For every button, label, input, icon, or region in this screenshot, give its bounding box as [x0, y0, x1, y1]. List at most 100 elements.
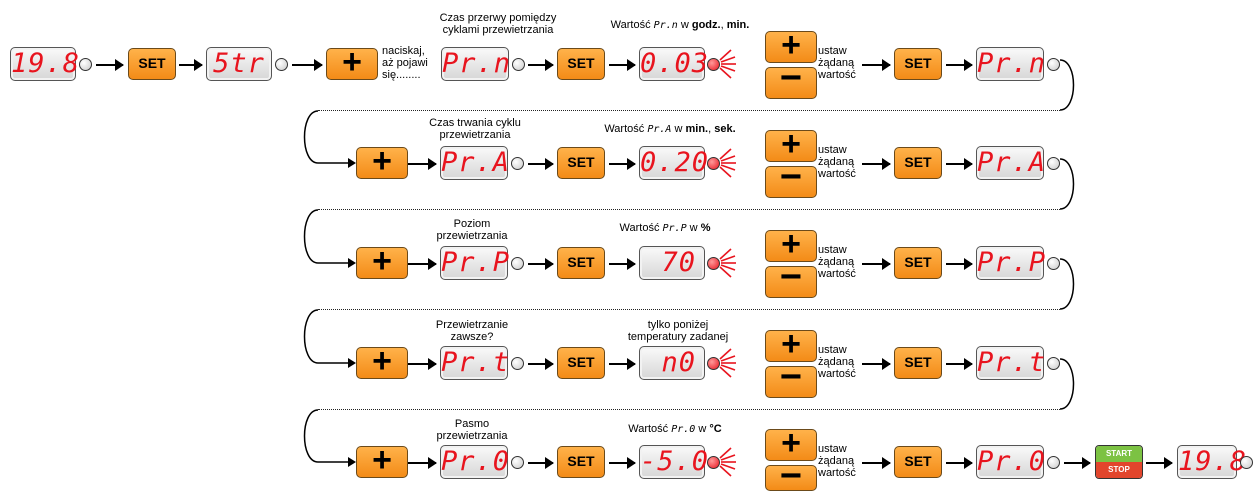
param-description: Poziom przewietrzania: [436, 218, 508, 242]
display-param-pr0: Pr.0: [976, 445, 1047, 479]
set-button[interactable]: SET: [557, 347, 605, 379]
adjust-hint: ustaw żądaną wartość: [818, 144, 856, 180]
value-code: Pr.n: [653, 20, 678, 31]
row-connector: [318, 110, 1060, 111]
stop-label: STOP: [1096, 462, 1142, 478]
plus-button[interactable]: +: [765, 227, 817, 262]
value-description: Wartość Pr.A w min., sek.: [570, 123, 770, 136]
minus-button[interactable]: −: [765, 59, 817, 99]
value-prefix: Wartość: [619, 222, 660, 234]
plus-button[interactable]: +: [765, 426, 817, 461]
led-indicator-icon: [707, 357, 720, 370]
value-unit1: min.: [685, 123, 709, 135]
value-description: tylko poniżej temperatury zadanej: [627, 319, 729, 343]
return-curve: [1059, 258, 1075, 310]
display-value: 70: [639, 246, 705, 280]
value-unit1: °C: [709, 423, 722, 435]
arrow-right-icon: [862, 158, 891, 170]
plus-button[interactable]: +: [765, 28, 817, 63]
blink-rays-icon: [719, 148, 736, 178]
set-button[interactable]: SET: [894, 247, 942, 279]
led-indicator-icon: [1047, 456, 1060, 469]
value-sep: ,: [708, 123, 712, 135]
set-button[interactable]: SET: [557, 147, 605, 179]
display-end: 19.8: [1177, 445, 1248, 479]
entry-curve: [303, 209, 356, 268]
display-value: -5.0: [639, 445, 710, 479]
display-start: 19.8: [10, 47, 81, 81]
value-unit2: sek.: [714, 123, 736, 135]
set-button[interactable]: SET: [557, 48, 605, 80]
arrow-right-icon: [862, 358, 891, 370]
value-description: Wartość Pr.0 w °C: [600, 423, 750, 436]
display-param-pra: Pr.A: [976, 146, 1047, 180]
plus-button[interactable]: +: [356, 144, 408, 179]
plus-button[interactable]: +: [356, 244, 408, 279]
led-indicator-icon: [707, 58, 720, 71]
row-connector: [318, 409, 1060, 410]
display-param-prt: Pr.t: [976, 346, 1047, 380]
row-connector: [318, 309, 1060, 310]
arrow-right-icon: [96, 59, 124, 71]
start-stop-button[interactable]: START STOP: [1095, 445, 1143, 479]
value-description: Wartość Pr.P w %: [590, 222, 740, 235]
value-w: w: [698, 423, 707, 435]
set-button[interactable]: SET: [557, 446, 605, 478]
plus-button[interactable]: +: [356, 443, 408, 478]
arrow-right-icon: [862, 457, 891, 469]
adjust-hint: ustaw żądaną wartość: [818, 344, 856, 380]
plus-button[interactable]: +: [356, 344, 408, 379]
led-indicator-icon: [1047, 157, 1060, 170]
arrow-right-icon: [609, 59, 636, 71]
led-indicator-icon: [1240, 456, 1253, 469]
value-code: Pr.A: [647, 124, 672, 135]
arrow-right-icon: [528, 457, 554, 469]
arrow-right-icon: [408, 457, 437, 469]
value-w: w: [674, 123, 683, 135]
adjust-hint: ustaw żądaną wartość: [818, 45, 856, 81]
led-indicator-icon: [1047, 58, 1060, 71]
value-code: Pr.P: [662, 223, 687, 234]
arrow-right-icon: [528, 358, 554, 370]
set-button[interactable]: SET: [128, 48, 176, 80]
set-button[interactable]: SET: [894, 48, 942, 80]
adjust-hint: ustaw żądaną wartość: [818, 244, 856, 280]
minus-button[interactable]: −: [765, 258, 817, 298]
led-indicator-icon: [79, 58, 92, 71]
set-button[interactable]: SET: [894, 147, 942, 179]
entry-curve: [303, 409, 356, 467]
plus-button[interactable]: +: [326, 45, 378, 80]
plus-button[interactable]: +: [765, 327, 817, 362]
value-description: Wartość Pr.n w godz., min.: [580, 19, 780, 32]
led-indicator-icon: [511, 357, 524, 370]
set-button[interactable]: SET: [894, 446, 942, 478]
arrow-right-icon: [408, 258, 437, 270]
led-indicator-icon: [275, 58, 288, 71]
arrow-right-icon: [609, 358, 636, 370]
arrow-right-icon: [408, 358, 437, 370]
arrow-right-icon: [1146, 457, 1173, 469]
minus-button[interactable]: −: [765, 158, 817, 198]
press-hint: naciskaj, aż pojawi się........: [382, 45, 428, 81]
blink-rays-icon: [719, 447, 736, 477]
arrow-right-icon: [179, 59, 203, 71]
return-curve: [1059, 358, 1075, 410]
display-param-prp: Pr.P: [976, 246, 1047, 280]
display-str: 5tr: [206, 47, 272, 81]
arrow-right-icon: [408, 158, 437, 170]
display-param-prn: Pr.n: [976, 47, 1047, 81]
led-indicator-icon: [1047, 257, 1060, 270]
arrow-right-icon: [1064, 457, 1091, 469]
set-button[interactable]: SET: [557, 247, 605, 279]
arrow-right-icon: [609, 158, 636, 170]
minus-button[interactable]: −: [765, 457, 817, 495]
blink-rays-icon: [719, 49, 736, 79]
display-value: n0: [639, 346, 705, 380]
adjust-hint: ustaw żądaną wartość: [818, 443, 856, 479]
value-sep: ,: [720, 19, 724, 31]
arrow-right-icon: [946, 59, 973, 71]
minus-button[interactable]: −: [765, 358, 817, 398]
entry-curve: [303, 309, 356, 368]
plus-button[interactable]: +: [765, 127, 817, 162]
set-button[interactable]: SET: [894, 347, 942, 379]
